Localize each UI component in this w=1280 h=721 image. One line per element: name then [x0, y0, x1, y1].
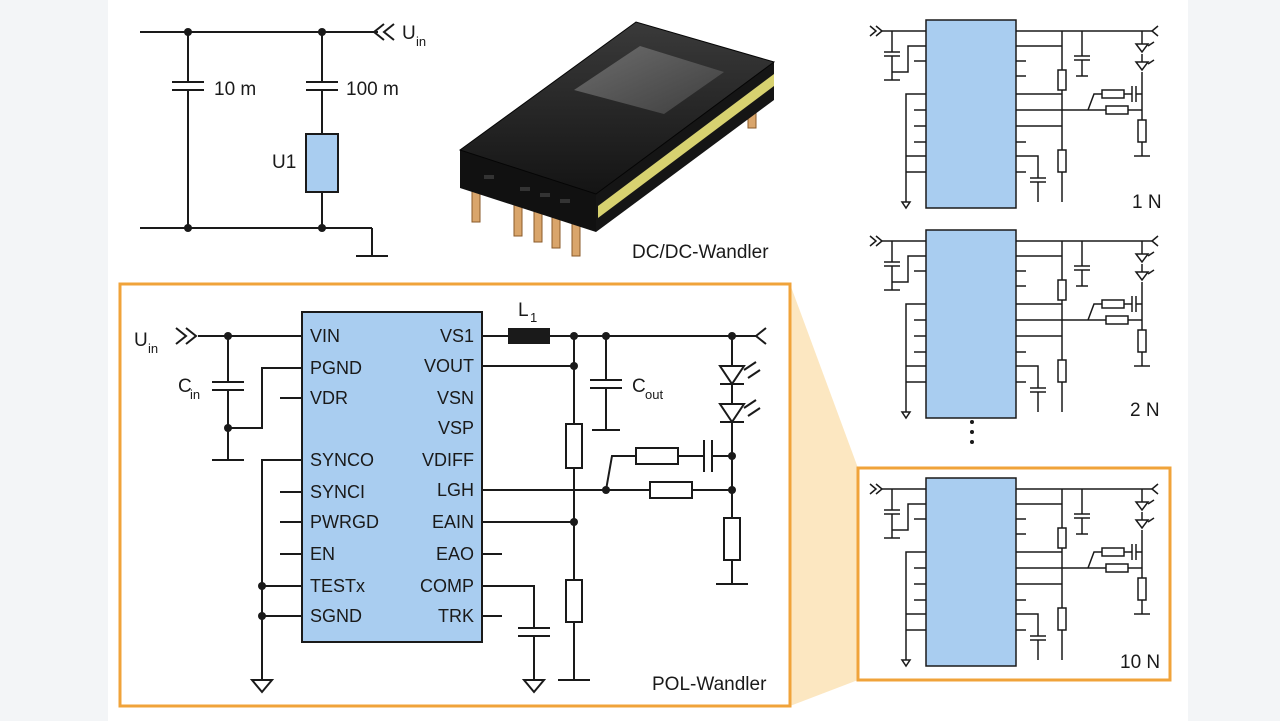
pol-junctions	[224, 332, 736, 620]
pol-input-label: U	[134, 330, 148, 351]
inductor-label: L	[518, 300, 529, 321]
pin-synci: SYNCI	[310, 482, 365, 502]
pin-trk: TRK	[438, 606, 474, 626]
pol-caption: POL-Wandler	[652, 674, 767, 695]
channel-2-label: 2 N	[1130, 400, 1160, 421]
pol-leds	[718, 365, 746, 424]
pin-pwrgd: PWRGD	[310, 512, 379, 532]
cap-100m-label: 100 m	[346, 79, 399, 100]
pol-ic	[301, 311, 483, 643]
pin-vdiff: VDIFF	[422, 450, 474, 470]
pin-synco: SYNCO	[310, 450, 374, 470]
channel-1-schematic	[869, 19, 1159, 209]
pin-testx: TESTx	[310, 576, 365, 596]
inductor-sub: 1	[530, 310, 537, 325]
channel-2-schematic	[869, 229, 1159, 419]
dc-dc-module-photo	[458, 21, 776, 257]
module-u1	[305, 133, 339, 193]
top-input-circuit	[140, 23, 395, 257]
cin-label: C	[178, 376, 192, 397]
zoom-funnel	[790, 284, 858, 706]
module-u1-label: U1	[272, 152, 296, 173]
pol-left-pin-labels: VIN PGND VDR SYNCO SYNCI PWRGD EN TESTx …	[310, 326, 379, 626]
pin-vout: VOUT	[424, 356, 474, 376]
dc-dc-caption: DC/DC-Wandler	[632, 242, 769, 263]
pin-vs1: VS1	[440, 326, 474, 346]
pin-pgnd: PGND	[310, 358, 362, 378]
pin-eao: EAO	[436, 544, 474, 564]
pin-vsn: VSN	[437, 388, 474, 408]
cout-sub: out	[645, 387, 663, 402]
inductor-l1	[508, 328, 550, 344]
top-input-label: U	[402, 23, 416, 44]
pin-vin: VIN	[310, 326, 340, 346]
cap-10m-label: 10 m	[214, 79, 256, 100]
pin-comp: COMP	[420, 576, 474, 596]
pin-vsp: VSP	[438, 418, 474, 438]
top-input-sub: in	[416, 34, 426, 49]
cin-sub: in	[190, 387, 200, 402]
top-junctions	[184, 28, 326, 232]
pol-resistors	[565, 423, 741, 623]
ellipsis-dots	[970, 420, 974, 444]
pin-vdr: VDR	[310, 388, 348, 408]
channel-1-label: 1 N	[1132, 192, 1162, 213]
pin-en: EN	[310, 544, 335, 564]
pol-input-sub: in	[148, 341, 158, 356]
pol-right-pin-labels: VS1 VOUT VSN VSP VDIFF LGH EAIN EAO COMP…	[420, 326, 474, 626]
left-margin	[0, 0, 108, 721]
channel-10-label: 10 N	[1120, 652, 1160, 673]
cout-label: C	[632, 376, 646, 397]
pin-lgh: LGH	[437, 480, 474, 500]
pin-sgnd: SGND	[310, 606, 362, 626]
right-margin	[1188, 0, 1280, 721]
pin-eain: EAIN	[432, 512, 474, 532]
